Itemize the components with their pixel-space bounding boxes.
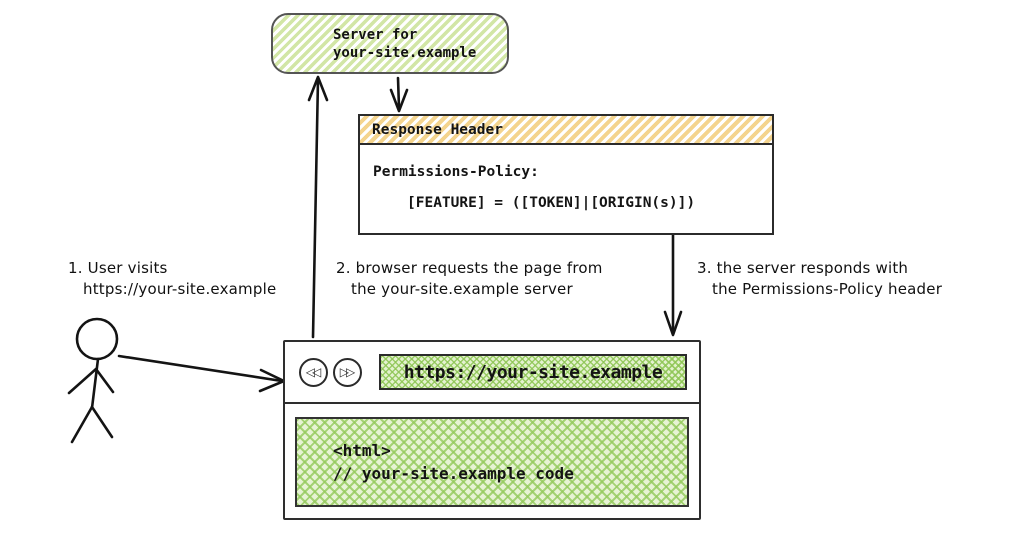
- arrow-server-to-response-header: [389, 76, 409, 113]
- arrow-response-header-to-browser: [663, 226, 683, 337]
- step-annotation-3: 3. the server responds with the Permissi…: [697, 258, 942, 300]
- step-3-line2: the Permissions-Policy header: [712, 280, 943, 298]
- back-icon: ◁◁: [305, 365, 322, 379]
- content-code-line1: <html>: [333, 441, 391, 460]
- arrow-browser-to-server: [307, 75, 329, 339]
- step-annotation-2: 2. browser requests the page from the yo…: [336, 258, 603, 300]
- step-2-line1: 2. browser requests the page from: [336, 259, 603, 277]
- step-1-line1: 1. User visits: [68, 259, 168, 277]
- response-header-body: Permissions-Policy: [FEATURE] = ([TOKEN]…: [360, 145, 772, 233]
- server-box: Server for your-site.example: [271, 13, 509, 74]
- server-box-label-line2: your-site.example: [333, 44, 477, 61]
- forward-button[interactable]: ▷▷: [333, 357, 362, 387]
- arrow-user-to-browser: [117, 354, 286, 393]
- response-header-line2: [FEATURE] = ([TOKEN]|[ORIGIN(s)]): [407, 195, 696, 211]
- response-header-box: Response Header Permissions-Policy: [FEA…: [358, 114, 774, 235]
- step-1-line2: https://your-site.example: [83, 280, 277, 298]
- response-header-line1: Permissions-Policy:: [373, 164, 539, 180]
- browser-content: <html> // your-site.example code: [295, 417, 689, 507]
- step-3-line1: 3. the server responds with: [697, 259, 909, 277]
- url-text: https://your-site.example: [403, 361, 663, 383]
- back-button[interactable]: ◁◁: [299, 357, 328, 387]
- url-bar[interactable]: https://your-site.example: [379, 354, 687, 390]
- browser-window: ◁◁ ▷▷ https://your-site.example <html> /…: [283, 340, 701, 520]
- step-2-line2: the your-site.example server: [351, 280, 573, 298]
- step-annotation-1: 1. User visits https://your-site.example: [68, 258, 276, 300]
- browser-toolbar: ◁◁ ▷▷ https://your-site.example: [285, 342, 699, 404]
- user-stick-figure: [67, 317, 119, 444]
- server-box-label-line1: Server for: [333, 26, 418, 43]
- content-code-line2: // your-site.example code: [333, 464, 574, 483]
- forward-icon: ▷▷: [339, 365, 356, 379]
- response-header-title: Response Header: [360, 116, 772, 145]
